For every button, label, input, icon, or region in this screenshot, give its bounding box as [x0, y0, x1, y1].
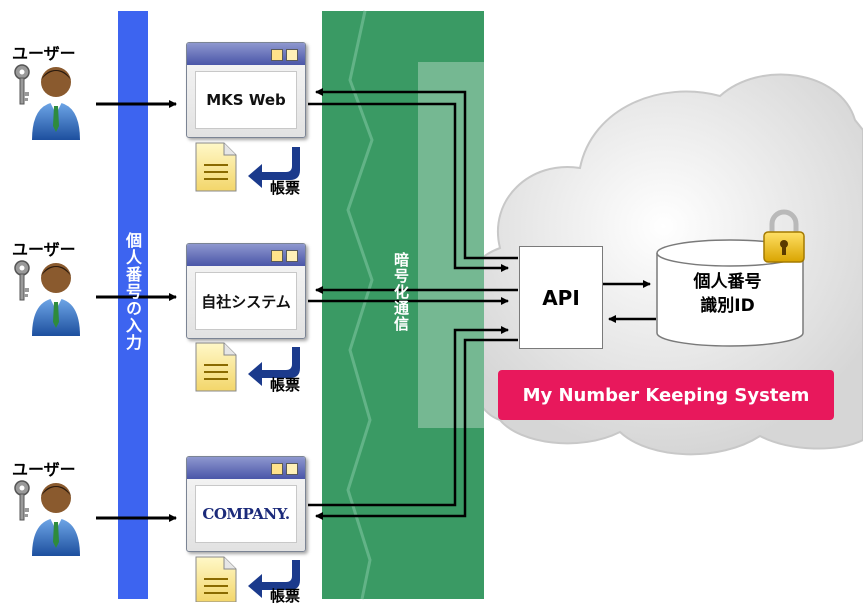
user-label: ユーザー	[12, 240, 76, 259]
window-title-bar	[187, 457, 305, 479]
database-label: 個人番号 識別ID	[655, 270, 800, 318]
system-name-banner: My Number Keeping System	[498, 370, 834, 420]
app-window-in-house-system[interactable]: 自社システム	[186, 243, 306, 339]
window-button	[286, 49, 298, 61]
window-button	[271, 463, 283, 475]
document-label: 帳票	[270, 179, 301, 197]
output-arrow-icon	[248, 347, 300, 386]
app-name: MKS Web	[195, 71, 297, 129]
app2-api-connector	[308, 286, 518, 305]
user-label: ユーザー	[12, 44, 76, 63]
user-icon	[14, 260, 80, 336]
key-icon	[14, 260, 30, 301]
document-label: 帳票	[270, 376, 301, 394]
app-window-company[interactable]: COMPANY.	[186, 456, 306, 552]
key-icon	[14, 480, 30, 521]
document-label: 帳票	[270, 587, 301, 605]
lock-icon	[763, 209, 805, 263]
window-button	[286, 250, 298, 262]
output-arrow-icon	[248, 560, 300, 598]
app-name: 自社システム	[195, 272, 297, 330]
document-icon	[195, 342, 237, 392]
document-icon	[195, 556, 237, 602]
window-title-bar	[187, 244, 305, 266]
user-label: ユーザー	[12, 460, 76, 479]
user-icon	[14, 64, 80, 140]
database-label-line2: 識別ID	[700, 296, 755, 316]
database-label-line1: 個人番号	[693, 272, 762, 292]
window-button	[286, 463, 298, 475]
output-arrow-icon	[248, 147, 300, 188]
input-band	[118, 11, 148, 599]
window-button	[271, 49, 283, 61]
app-window-mks-web[interactable]: MKS Web	[186, 42, 306, 138]
window-button	[271, 250, 283, 262]
user-icon	[14, 480, 80, 556]
key-icon	[14, 64, 30, 105]
document-icon	[195, 142, 237, 192]
app1-api-connector	[308, 88, 518, 272]
api-box: API	[519, 246, 603, 349]
encryption-label: 暗号化通信	[392, 252, 410, 332]
company-logo: COMPANY.	[195, 485, 297, 543]
encryption-highlight	[418, 62, 484, 428]
app3-api-connector	[308, 326, 518, 520]
encryption-band	[322, 11, 484, 599]
input-band-label: 個人番号の入力	[123, 232, 142, 351]
encryption-zigzag	[346, 10, 374, 600]
window-title-bar	[187, 43, 305, 65]
